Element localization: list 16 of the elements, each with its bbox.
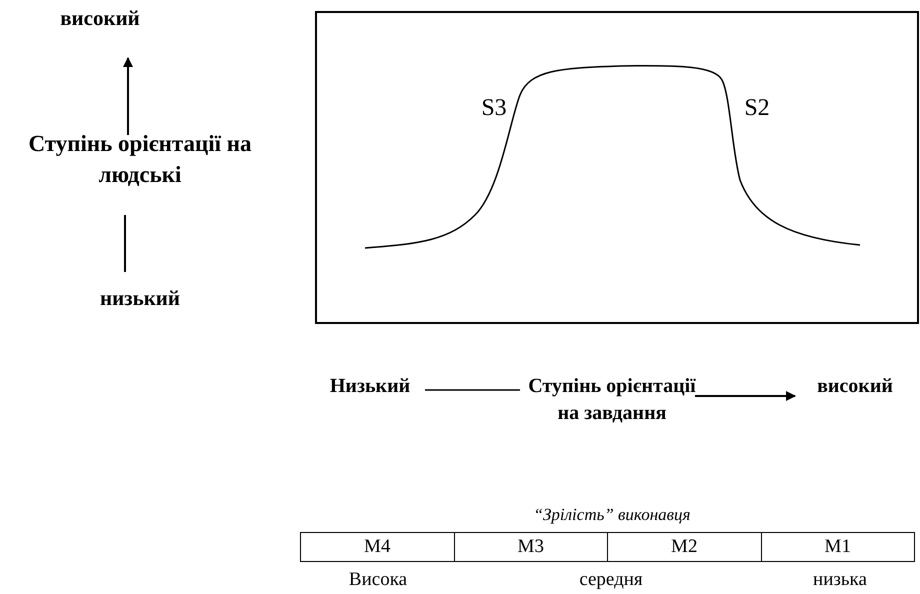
- axis-label: високий: [59, 5, 141, 32]
- table-caption: “Зрілість” виконавця: [532, 504, 692, 526]
- axis-title: Ступінь орієнтації на людські: [27, 130, 253, 190]
- curve-label: S2: [743, 94, 771, 123]
- axis-label: Низький: [328, 374, 412, 399]
- table-cell: M1: [760, 532, 915, 562]
- scale-label: середня: [578, 568, 644, 592]
- curve-label: S3: [480, 94, 508, 123]
- axis-title: Ступінь орієнтації на завдання: [527, 374, 697, 426]
- table-cell: M2: [607, 532, 762, 562]
- axis-label: високий: [816, 374, 894, 399]
- scale-label: Висока: [348, 568, 408, 592]
- scale-label: низька: [812, 568, 868, 592]
- axis-label: низький: [98, 285, 182, 312]
- table-cell: M4: [300, 532, 454, 562]
- table-cell: M3: [454, 532, 608, 562]
